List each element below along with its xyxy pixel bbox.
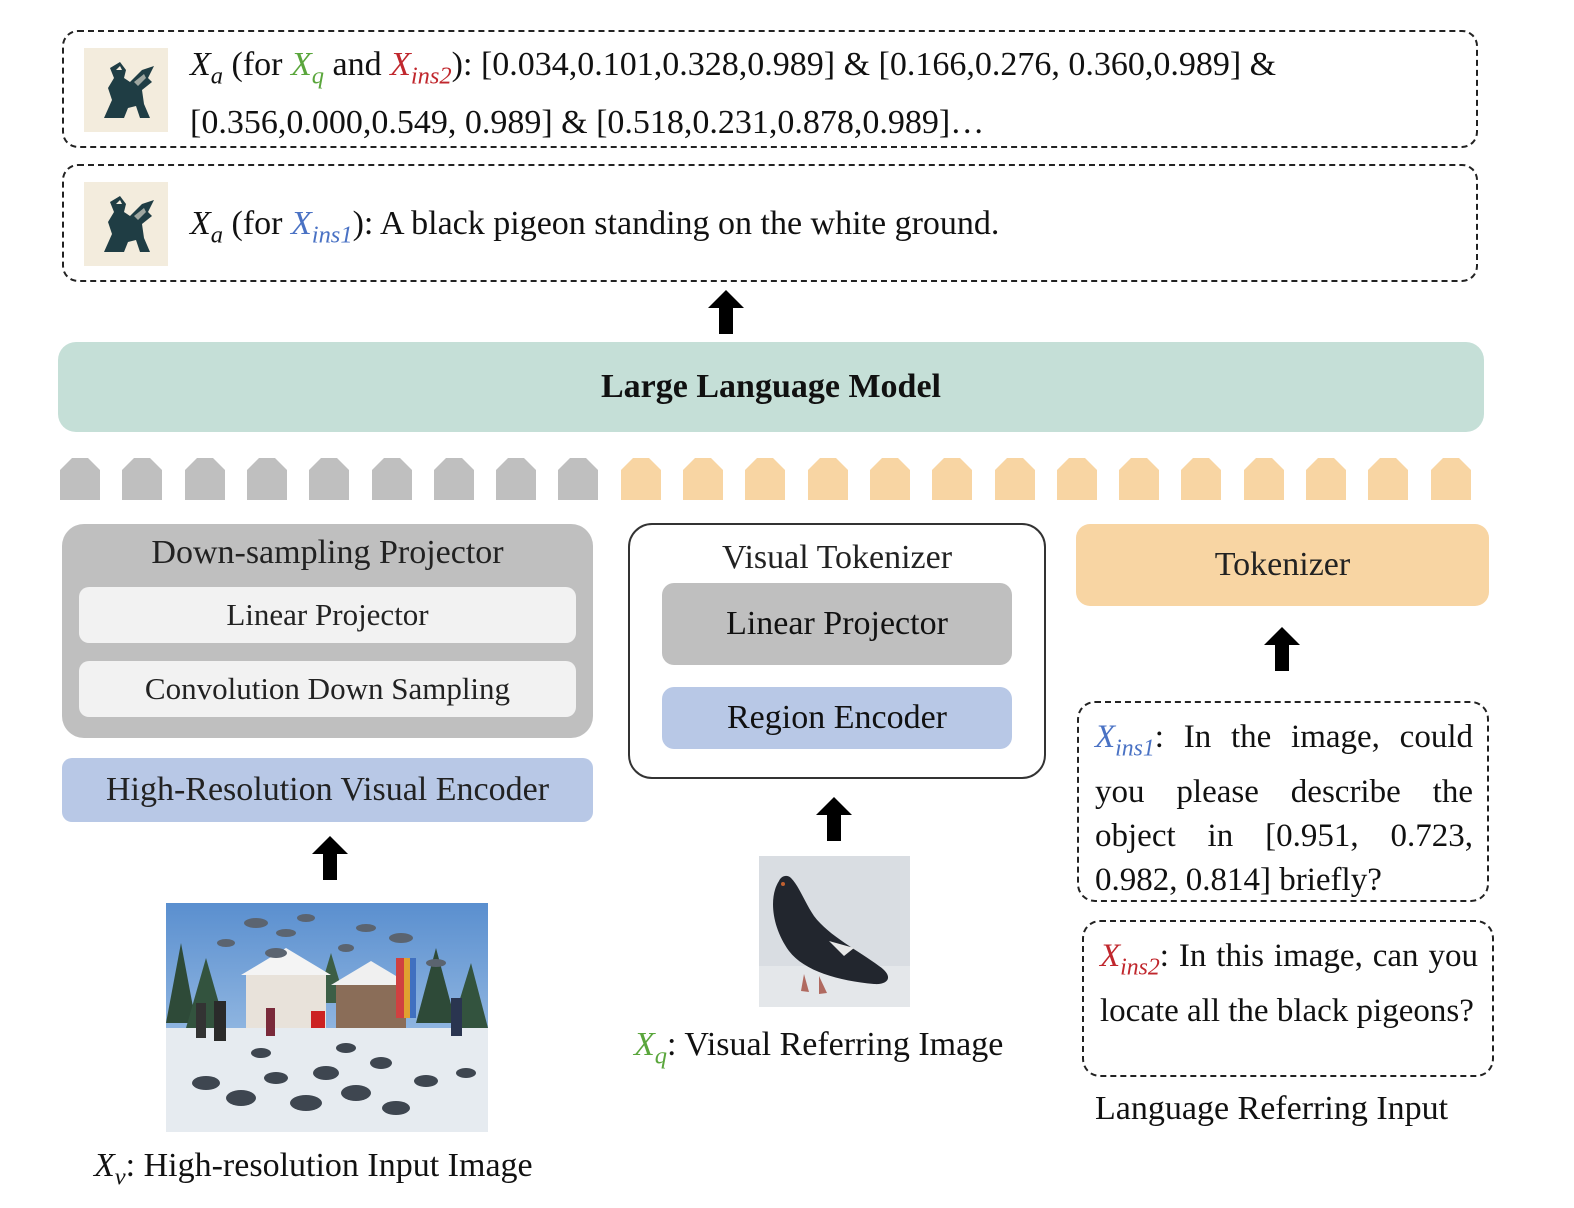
region-encoder-block: Region Encoder (662, 687, 1012, 749)
convolution-down-sampling-block: Convolution Down Sampling (79, 661, 576, 717)
arrow-up-icon (814, 797, 854, 841)
output-coordinates-text: Xa (for Xq and Xins2): [0.034,0.101,0.32… (190, 42, 1276, 146)
arrow-up-icon (706, 290, 746, 334)
text-token (995, 458, 1035, 500)
projector-title: Down-sampling Projector (151, 534, 504, 571)
arrow-up-icon (310, 836, 350, 880)
visual-linear-projector-block: Linear Projector (662, 583, 1012, 665)
visual-referring-image-caption: Xq: Visual Referring Image (634, 1026, 1004, 1070)
text-token (870, 458, 910, 500)
text-token (683, 458, 723, 500)
output-box-caption: Xa (for Xins1): A black pigeon standing … (62, 164, 1478, 282)
text-token (1057, 458, 1097, 500)
visual-token (185, 458, 225, 500)
high-resolution-visual-encoder: High-Resolution Visual Encoder (62, 758, 593, 822)
large-language-model-block: Large Language Model (58, 342, 1484, 432)
text-token (1368, 458, 1408, 500)
token-row (60, 458, 1480, 500)
high-resolution-input-image (166, 903, 488, 1132)
output-caption-text: Xa (for Xins1): A black pigeon standing … (190, 205, 1000, 249)
output-coordinates-line1: Xa (for Xq and Xins2): [0.034,0.101,0.32… (190, 46, 1277, 90)
text-token (1431, 458, 1471, 500)
visual-referring-image (759, 856, 910, 1007)
visual-token (247, 458, 287, 500)
visual-token (434, 458, 474, 500)
text-token (1181, 458, 1221, 500)
visual-token (496, 458, 536, 500)
high-resolution-image-caption: Xv: High-resolution Input Image (94, 1147, 533, 1191)
text-token (1244, 458, 1284, 500)
visual-token (309, 458, 349, 500)
instruction-ins1-box: Xins1: In the image, could you please de… (1077, 701, 1489, 902)
visual-tokenizer: Visual Tokenizer Linear Projector Region… (628, 523, 1046, 779)
griffin-logo-icon (84, 182, 168, 266)
text-token (745, 458, 785, 500)
output-box-coordinates: Xa (for Xq and Xins2): [0.034,0.101,0.32… (62, 30, 1478, 148)
visual-token (60, 458, 100, 500)
text-token (932, 458, 972, 500)
arrow-up-icon (1262, 627, 1302, 671)
down-sampling-projector: Down-sampling Projector Linear Projector… (62, 524, 593, 738)
linear-projector-block: Linear Projector (79, 587, 576, 643)
output-coordinates-line2: [0.356,0.000,0.549, 0.989] & [0.518,0.23… (190, 103, 985, 141)
visual-tokenizer-title: Visual Tokenizer (721, 539, 953, 576)
text-token (1306, 458, 1346, 500)
visual-token (558, 458, 598, 500)
language-referring-input-caption: Language Referring Input (1095, 1090, 1449, 1127)
text-token (808, 458, 848, 500)
visual-token (122, 458, 162, 500)
text-token (621, 458, 661, 500)
tokenizer-block: Tokenizer (1076, 524, 1489, 606)
visual-token (372, 458, 412, 500)
text-token (1119, 458, 1159, 500)
griffin-logo-icon (84, 48, 168, 132)
instruction-ins2-box: Xins2: In this image, can you locate all… (1082, 920, 1494, 1077)
